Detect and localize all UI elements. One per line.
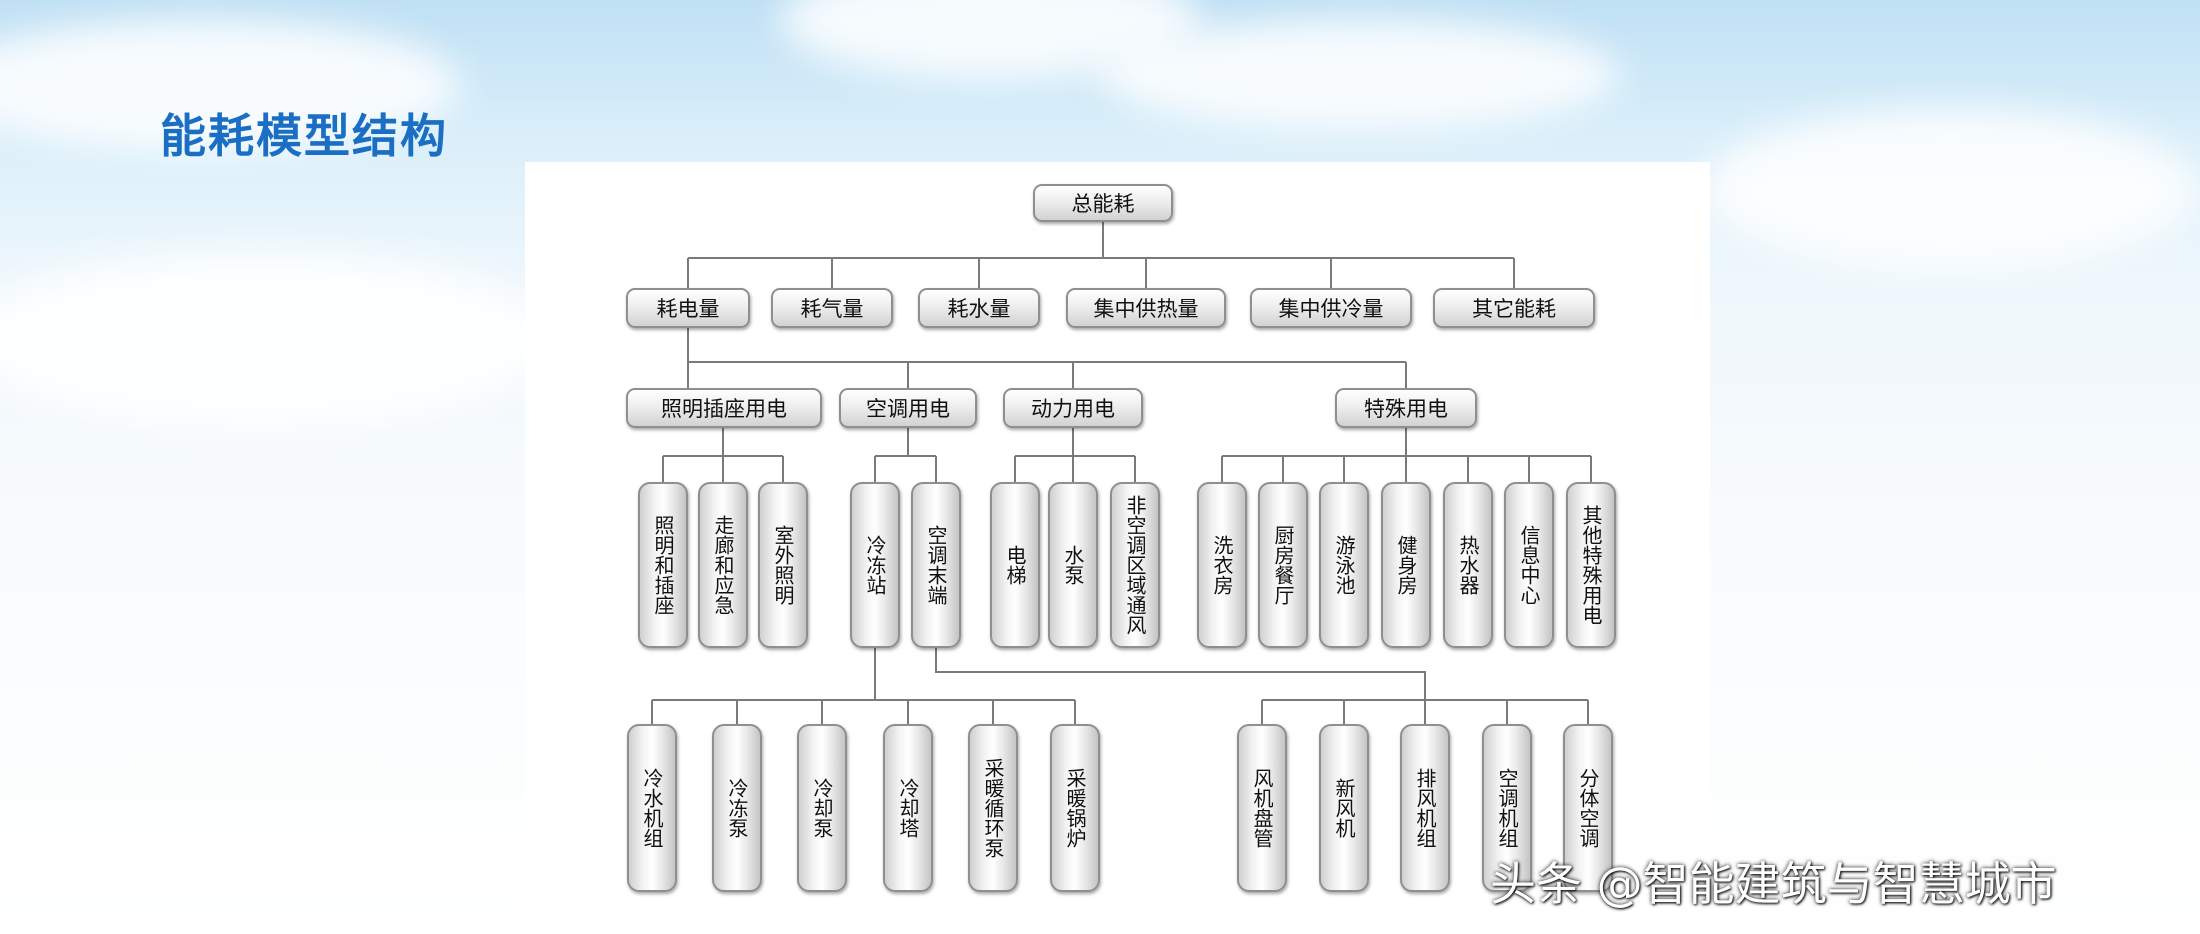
node-power: 电梯: [990, 482, 1040, 648]
node-cooling-station: 采暖锅炉: [1050, 724, 1100, 892]
node-level2: 空调用电: [839, 388, 977, 428]
node-level2: 照明插座用电: [626, 388, 822, 428]
node-lighting: 走廊和应急: [698, 482, 748, 648]
node-lighting: 室外照明: [758, 482, 808, 648]
node-level1: 耗水量: [918, 288, 1040, 328]
node-root: 总能耗: [1033, 184, 1173, 222]
node-level1: 集中供热量: [1066, 288, 1226, 328]
node-cooling-station: 冷冻泵: [712, 724, 762, 892]
node-special: 热水器: [1443, 482, 1493, 648]
node-lighting: 照明和插座: [638, 482, 688, 648]
cloud-decoration: [1100, 20, 1620, 130]
node-special: 其他特殊用电: [1566, 482, 1616, 648]
node-ac-terminal: 风机盘管: [1237, 724, 1287, 892]
node-cooling-station: 冷却泵: [797, 724, 847, 892]
node-special: 信息中心: [1504, 482, 1554, 648]
node-level2: 特殊用电: [1335, 388, 1477, 428]
page-title: 能耗模型结构: [160, 100, 448, 166]
cloud-decoration: [1700, 110, 2200, 270]
node-special: 健身房: [1381, 482, 1431, 648]
node-power: 水泵: [1048, 482, 1098, 648]
node-level1: 耗电量: [626, 288, 750, 328]
node-cooling-station: 冷却塔: [883, 724, 933, 892]
node-cooling-station: 采暖循环泵: [968, 724, 1018, 892]
node-ac-terminal: 排风机组: [1400, 724, 1450, 892]
node-level2: 动力用电: [1003, 388, 1143, 428]
node-ac-terminal: 新风机: [1319, 724, 1369, 892]
watermark: 头条 @智能建筑与智慧城市: [1490, 848, 2057, 914]
node-level1: 其它能耗: [1433, 288, 1595, 328]
node-hvac: 空调末端: [911, 482, 961, 648]
node-power: 非空调区域通风: [1110, 482, 1160, 648]
node-special: 洗衣房: [1197, 482, 1247, 648]
node-special: 厨房餐厅: [1258, 482, 1308, 648]
node-level1: 集中供冷量: [1250, 288, 1412, 328]
org-chart-panel: 总能耗 耗电量 耗气量 耗水量 集中供热量 集中供冷量 其它能耗 照明插座用电 …: [525, 162, 1710, 934]
cloud-decoration: [0, 250, 560, 430]
node-cooling-station: 冷水机组: [627, 724, 677, 892]
node-special: 游泳池: [1319, 482, 1369, 648]
node-level1: 耗气量: [771, 288, 893, 328]
node-hvac: 冷冻站: [850, 482, 900, 648]
